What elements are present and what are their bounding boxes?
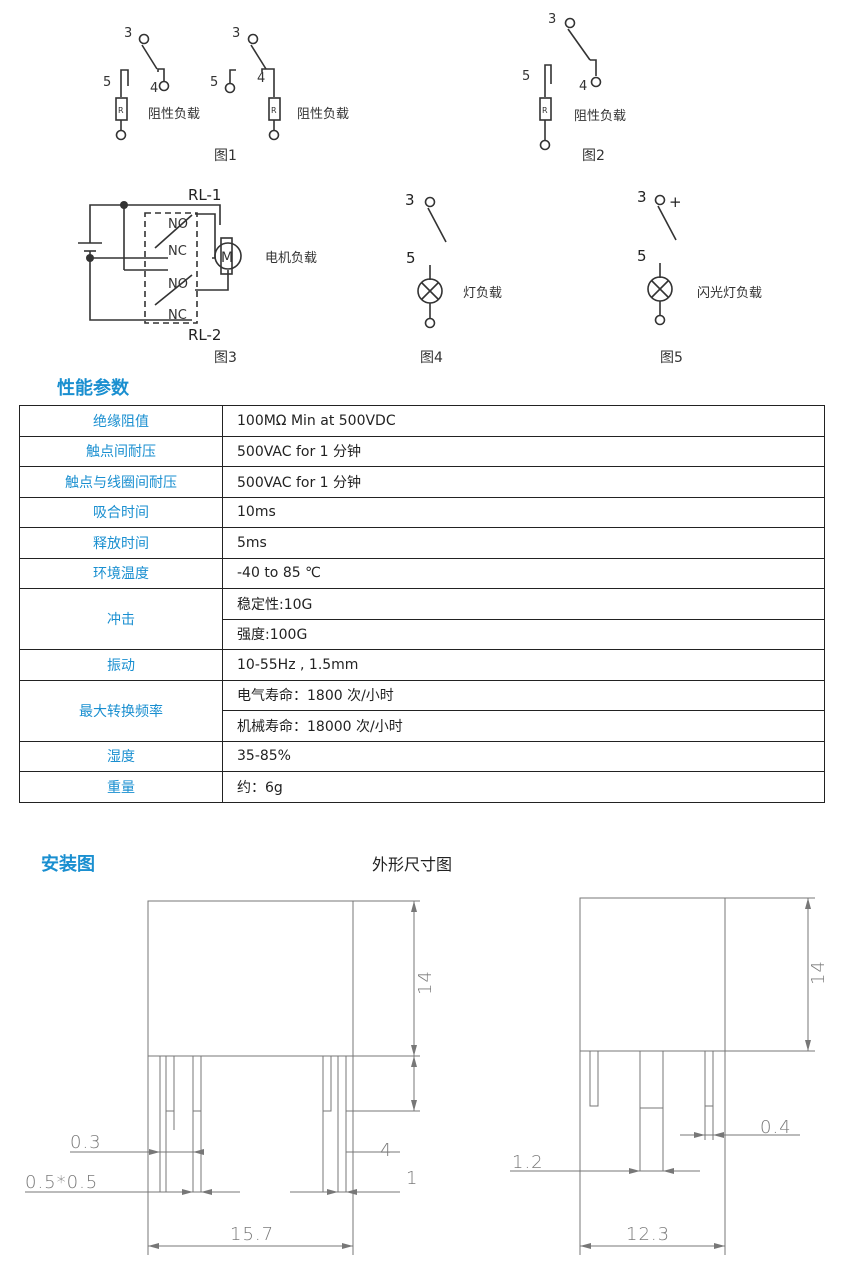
side-pin-width: 1.2 [512,1152,544,1173]
fig1-right-pin5: 5 [210,75,218,90]
front-height: 14 [415,970,436,995]
fig3-nc-top: NC [168,244,187,259]
param-value: 10ms [222,496,825,528]
fig3-no-bottom: NO [168,277,188,292]
side-pin-thickness: 0.4 [760,1117,792,1138]
installation-title: 安装图 [41,854,95,875]
fig4-caption: 图4 [420,350,443,366]
param-value: 机械寿命：18000 次/小时 [222,710,825,742]
fig1-left-resistor: R [118,106,124,115]
front-pin-section: 0.5*0.5 [25,1172,98,1193]
fig2-pin3: 3 [548,12,556,27]
fig2-pin5: 5 [522,69,530,84]
param-name: 最大转换频率 [19,679,223,742]
param-value: 500VAC for 1 分钟 [222,435,825,467]
fig3-motor: M [221,250,233,266]
fig3-relay2: RL-2 [188,326,221,344]
param-value: 稳定性:10G [222,588,825,620]
performance-title: 性能参数 [57,378,129,399]
fig1-caption: 图1 [214,148,237,164]
table-row: 触点间耐压 500VAC for 1 分钟 [19,435,825,467]
param-name: 触点与线圈间耐压 [19,466,223,498]
table-row: 触点与线圈间耐压 500VAC for 1 分钟 [19,466,825,498]
fig2-caption: 图2 [582,148,605,164]
param-name: 环境温度 [19,557,223,589]
fig1-right-pin4: 4 [257,71,265,86]
param-value: 约：6g [222,771,825,803]
param-value: 5ms [222,527,825,559]
table-row: 振动 10-55Hz , 1.5mm [19,649,825,681]
param-name: 触点间耐压 [19,435,223,467]
circuit-diagrams: 3 4 5 R 阻性负载 3 4 5 R 阻性负载 图1 3 4 5 R 阻性负… [78,12,762,366]
front-pin-pitch: 1 [406,1168,418,1189]
table-row: 环境温度 -40 to 85 ℃ [19,557,825,589]
side-height: 14 [808,960,829,985]
fig4-pin3: 3 [405,191,415,209]
fig1-right-resistor: R [271,106,277,115]
param-value: -40 to 85 ℃ [222,557,825,589]
table-row: 释放时间 5ms [19,527,825,559]
param-name: 释放时间 [19,527,223,559]
fig1-left-pin4: 4 [150,81,158,96]
fig1-left-pin5: 5 [103,75,111,90]
table-row: 绝缘阻值 100MΩ Min at 500VDC [19,405,825,437]
dimension-drawing: 14 4 1 0.3 0.5*0.5 15.7 14 0.4 1.2 12.3 [25,897,829,1255]
fig2-pin4: 4 [579,79,587,94]
fig4-load: 灯负载 [463,286,502,301]
fig5-caption: 图5 [660,350,683,366]
fig5-pin3: 3 [637,188,647,206]
fig1-right-pin3: 3 [232,26,240,41]
table-row: 重量 约：6g [19,771,825,803]
performance-table: 绝缘阻值 100MΩ Min at 500VDC 触点间耐压 500VAC fo… [19,405,825,803]
fig1-left-pin3: 3 [124,26,132,41]
param-name: 绝缘阻值 [19,405,223,437]
param-name: 振动 [19,649,223,681]
param-value: 电气寿命：1800 次/小时 [222,679,825,711]
fig3-caption: 图3 [214,350,237,366]
fig2-resistor: R [542,106,548,115]
fig3-no-top: NO [168,217,188,232]
fig2-load: 阻性负载 [574,109,626,124]
fig4-pin5: 5 [406,249,416,267]
fig3-nc-bottom: NC [168,308,187,323]
side-width: 12.3 [626,1224,670,1245]
front-pin-length: 4 [380,1140,392,1161]
table-row: 吸合时间 10ms [19,496,825,528]
param-name: 湿度 [19,740,223,772]
param-name: 冲击 [19,588,223,650]
param-value: 35-85% [222,740,825,772]
fig1-right-load: 阻性负载 [297,107,349,122]
table-row: 最大转换频率 电气寿命：1800 次/小时 [19,679,825,742]
param-name: 重量 [19,771,223,803]
param-value: 500VAC for 1 分钟 [222,466,825,498]
front-pin-width: 0.3 [70,1132,102,1153]
fig1-left-load: 阻性负载 [148,107,200,122]
fig5-load: 闪光灯负载 [697,286,762,301]
table-row: 机械寿命：18000 次/小时 [20,710,825,742]
param-name: 吸合时间 [19,496,223,528]
table-row: 湿度 35-85% [19,740,825,772]
fig5-plus: + [669,193,682,211]
front-width: 15.7 [230,1224,274,1245]
param-value: 强度:100G [222,618,825,650]
fig3-relay1: RL-1 [188,186,221,204]
fig5-pin5: 5 [637,247,647,265]
fig3-load: 电机负载 [265,251,317,266]
dimension-subtitle: 外形尺寸图 [372,855,453,874]
param-value: 10-55Hz , 1.5mm [222,649,825,681]
param-value: 100MΩ Min at 500VDC [222,405,825,437]
table-row: 冲击 稳定性:10G [19,588,825,650]
